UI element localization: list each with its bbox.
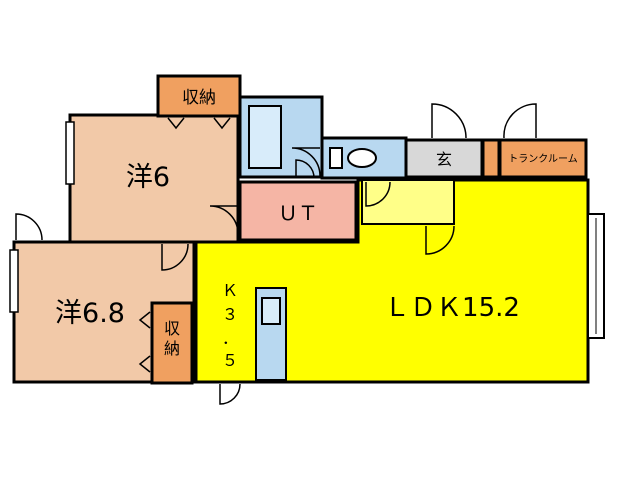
label-kitchen-3: ３ [222,305,238,324]
room-storage-side [150,301,194,385]
door-hall [425,225,455,255]
label-kitchen-dot: ． [222,329,238,348]
label-utility: ＵＴ [278,201,318,225]
door-storage-side [138,311,151,373]
hall [361,179,455,225]
door-trunk [503,103,537,139]
label-trunk: トランクルーム [508,153,577,165]
door-entrance [431,103,467,139]
room-utility [238,180,358,242]
label-kitchen-5: ５ [222,351,238,370]
label-storage-side-1: 収 [164,319,180,338]
door-toilet [291,147,321,177]
door-bath [295,159,315,179]
entrance-closet [481,138,501,179]
label-storage-top: 収納 [182,88,216,108]
label-west-upper: 洋6 [126,162,170,193]
label-ldk: ＬＤＫ15.2 [384,293,520,323]
door-utility [209,205,239,235]
room-west-upper [68,113,240,245]
toilet-bowl [347,148,377,168]
bathtub [248,105,282,169]
window-left-upper [65,121,75,185]
room-entrance [404,138,484,179]
label-west-lower: 洋6.8 [55,298,125,329]
door-bedroom-lower [161,243,189,271]
door-balcony-left [15,213,43,241]
door-storage-top [167,117,231,130]
room-trunk [498,138,588,179]
door-kitchen-bottom [219,383,241,405]
label-entrance: 玄 [436,150,452,169]
room-storage-top [156,74,242,118]
label-storage-side-2: 納 [164,339,180,358]
room-ldk [194,178,590,384]
toilet-tank [329,147,343,169]
kitchen-sink [261,297,281,325]
door-ut-top [365,181,391,207]
window-left-lower [9,249,19,313]
label-kitchen-k: Ｋ [222,281,238,300]
